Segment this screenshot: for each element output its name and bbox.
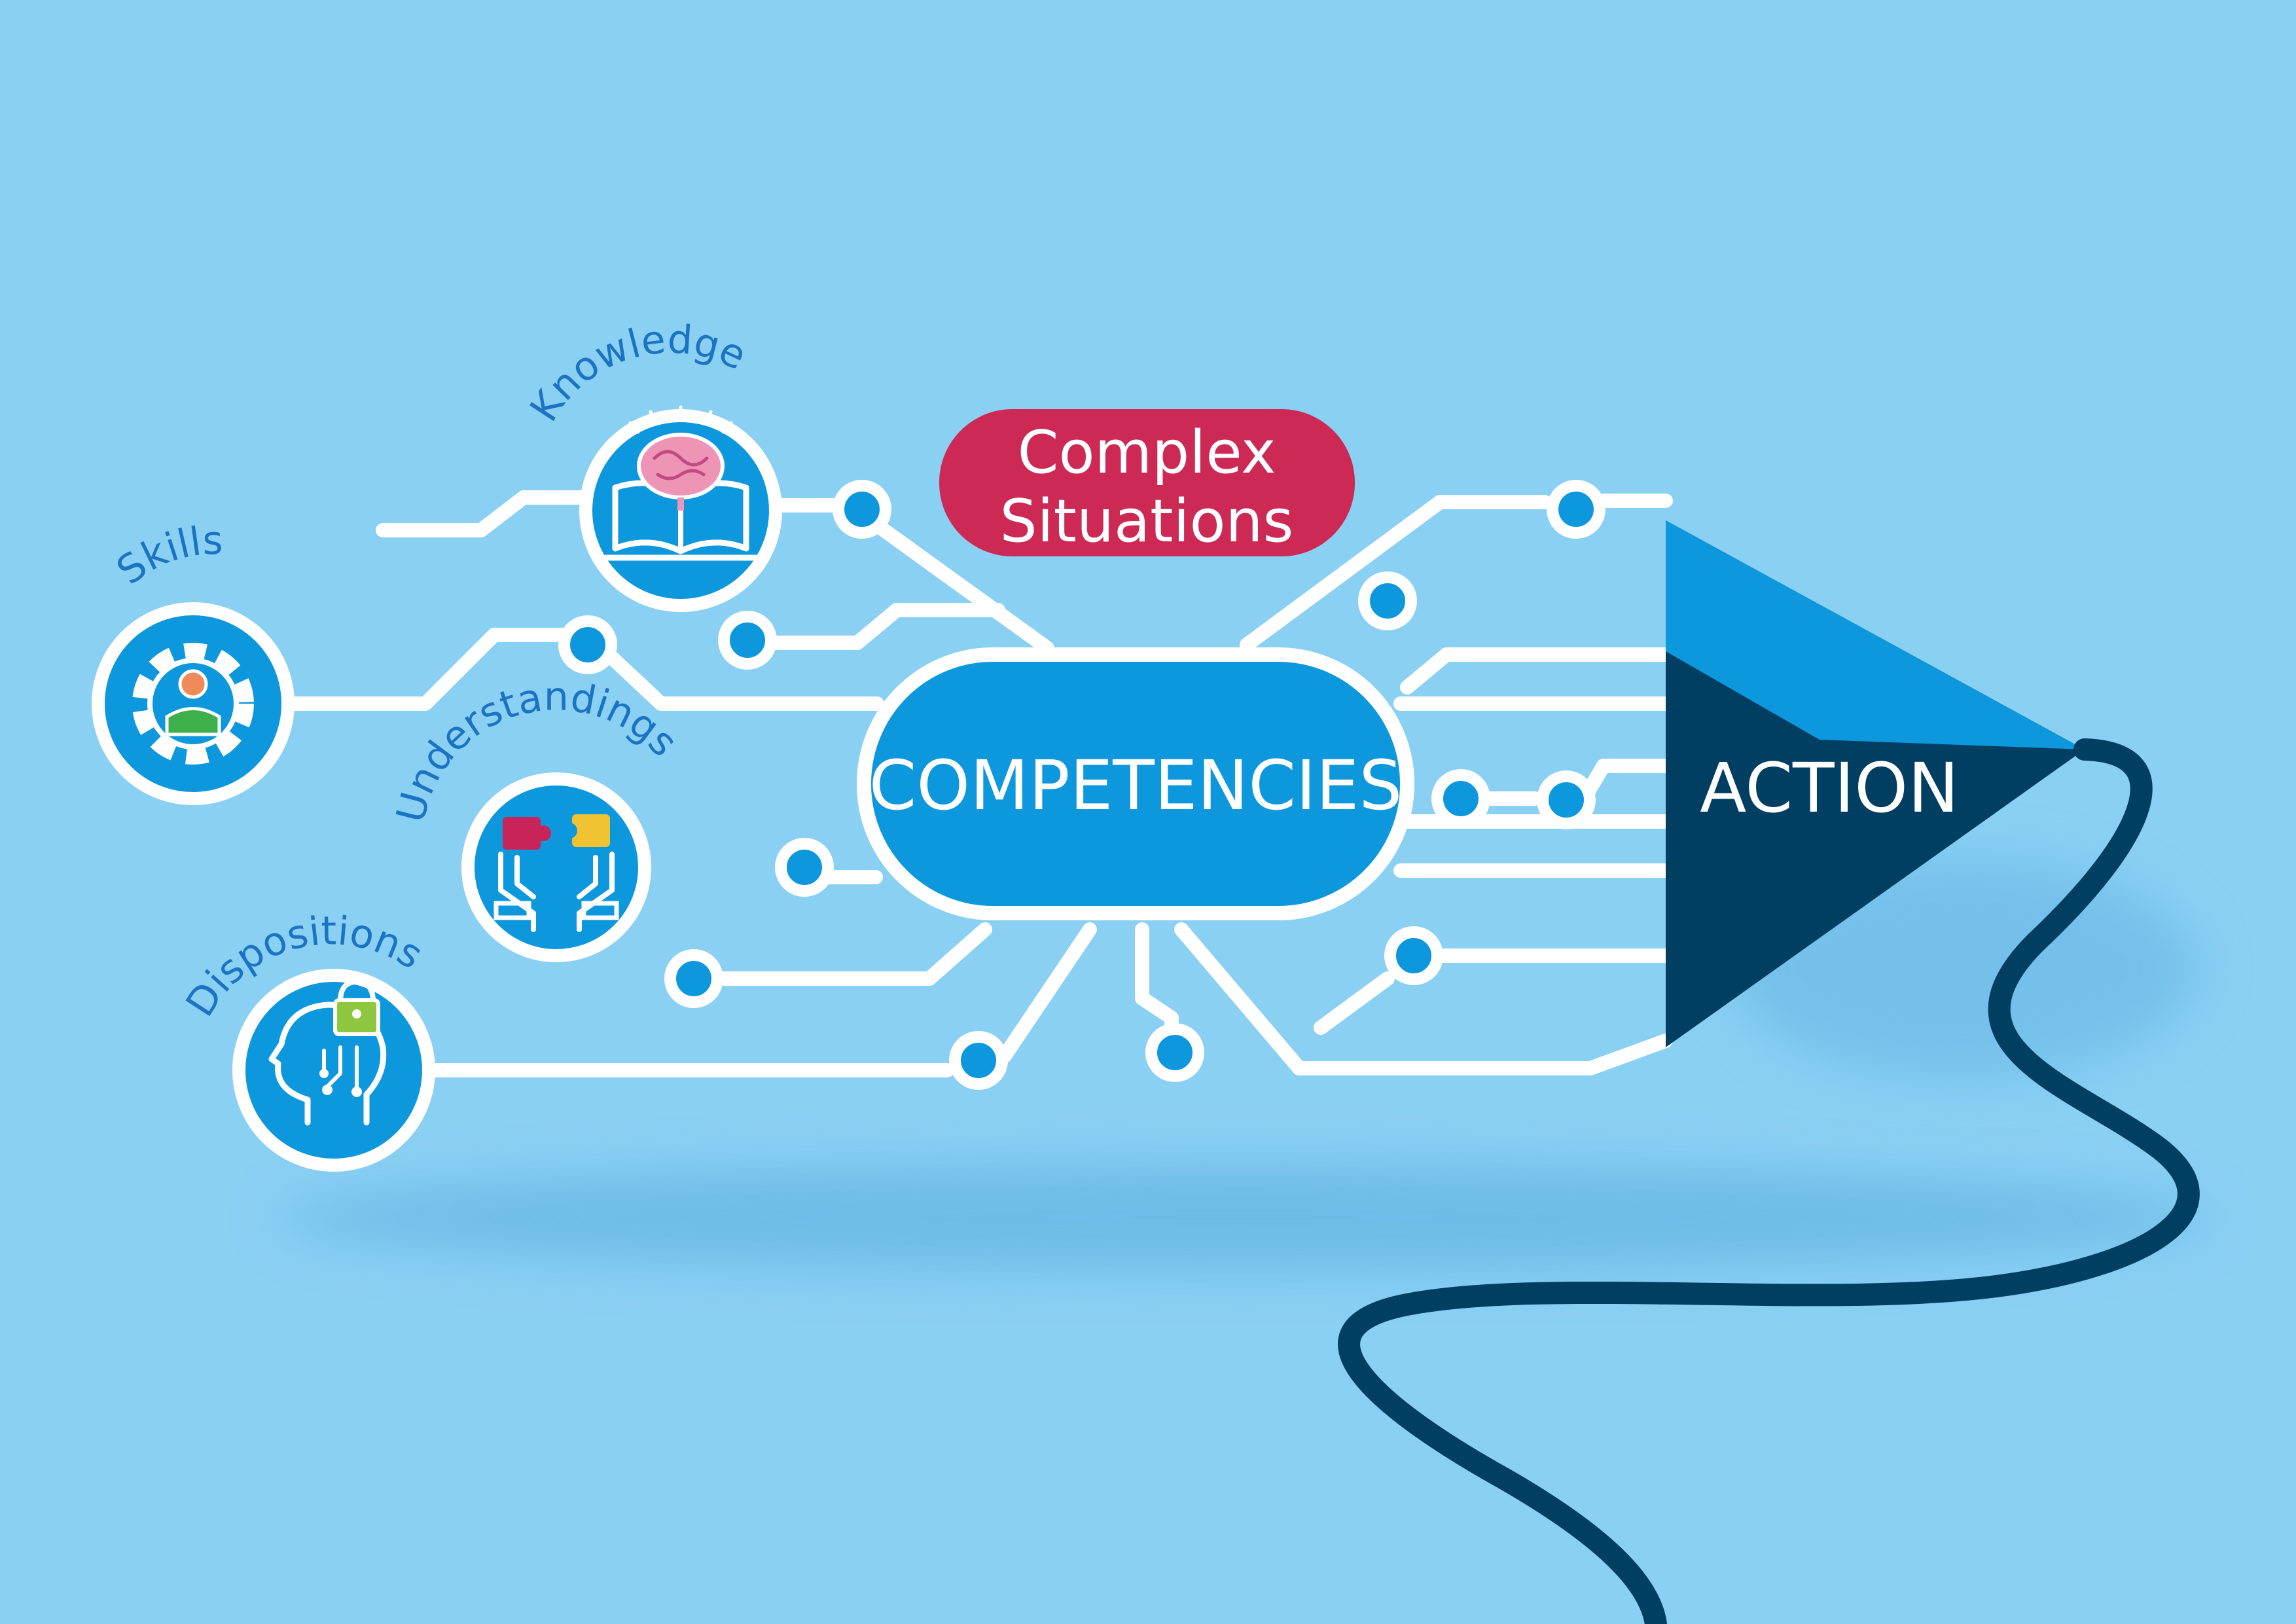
complex-situations-line1: Complex bbox=[1018, 418, 1276, 487]
ground-shadow bbox=[275, 1165, 2212, 1270]
dispositions-node: Dispositions bbox=[177, 908, 435, 1172]
complex-situations-line2: Situations bbox=[1000, 487, 1294, 556]
marker-line bbox=[1338, 738, 2200, 1624]
complex-situations-pill bbox=[939, 409, 1355, 556]
circuit-nodes bbox=[558, 480, 1605, 1090]
gear-person-icon bbox=[132, 643, 254, 765]
competencies-core bbox=[857, 647, 1414, 920]
competencies-label: COMPETENCIES bbox=[869, 746, 1403, 825]
action-label: ACTION bbox=[1700, 748, 1959, 828]
action-arrow bbox=[1666, 520, 2085, 1047]
person-head bbox=[178, 669, 208, 699]
knowledge-node: Knowledge bbox=[521, 316, 782, 612]
person-body bbox=[165, 707, 221, 736]
brain-book-icon bbox=[602, 405, 759, 561]
puzzle-hands-icon bbox=[493, 814, 619, 932]
head-lock-icon bbox=[268, 979, 387, 1126]
